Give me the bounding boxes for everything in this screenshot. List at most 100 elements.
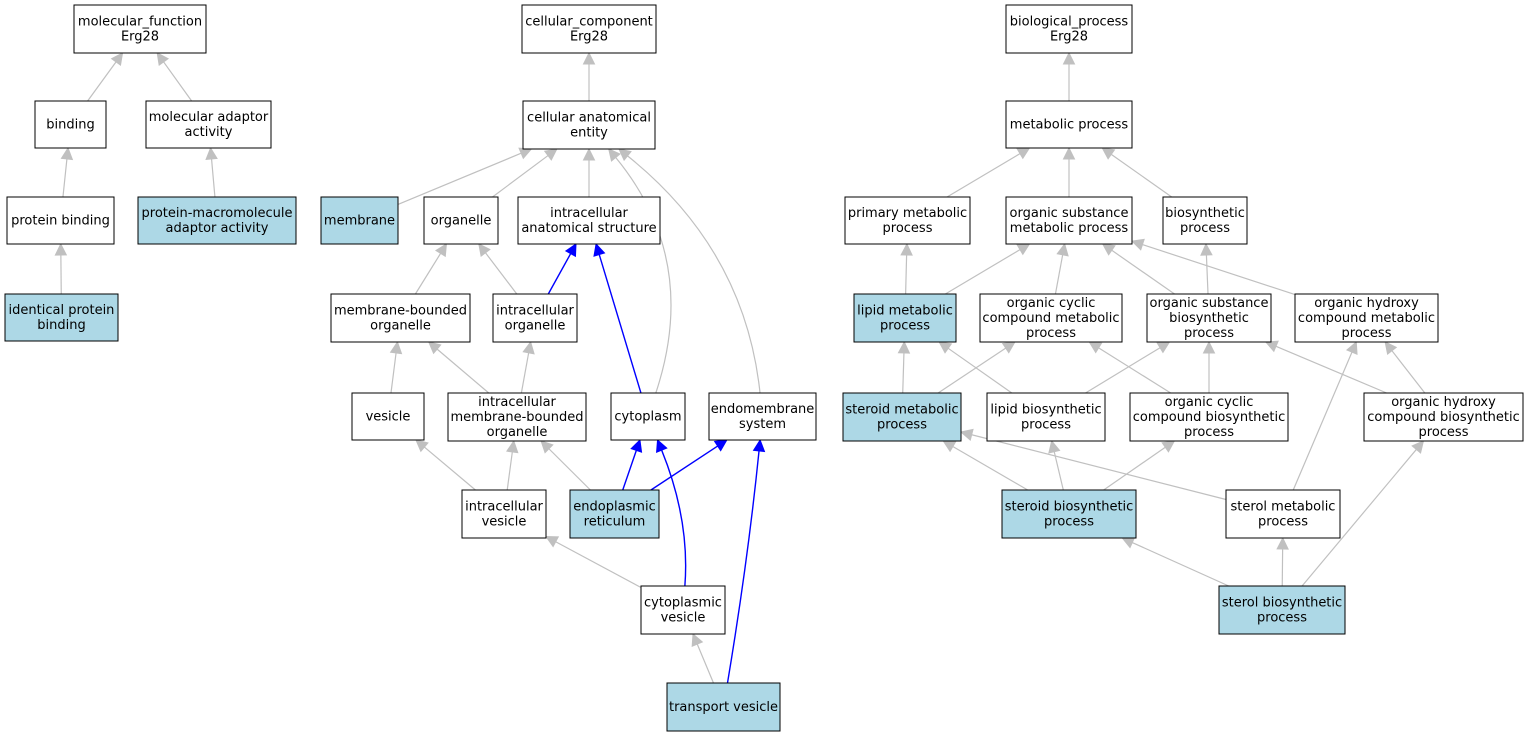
edge-er-to-endomembrane — [650, 445, 719, 491]
node-box — [666, 682, 781, 732]
edge-imbo-to-mbo — [436, 348, 490, 394]
arrowhead-osbp-to-osmp — [1101, 243, 1116, 256]
node-label-line: process — [1021, 418, 1071, 433]
node-label-line: organic cyclic — [1007, 296, 1096, 311]
node-box — [522, 100, 656, 150]
go-term-node-metabolic[interactable]: metabolic process — [1005, 100, 1133, 149]
arrowhead-osbp-to-biosynthetic — [1200, 242, 1213, 256]
arrowhead-imbo-to-mbo — [427, 341, 442, 355]
edge-osbp-to-osmp — [1111, 249, 1175, 295]
node-label-line: organelle — [505, 319, 566, 334]
node-label-line: entity — [570, 126, 608, 141]
node-label-line: Erg28 — [121, 30, 159, 45]
arrowhead-ohcbp-to-ohcmp — [1384, 341, 1398, 355]
node-label-line: sterol biosynthetic — [1222, 596, 1342, 611]
node-box — [1146, 293, 1272, 343]
go-term-node-protein_binding[interactable]: protein binding — [6, 196, 115, 245]
node-box — [610, 392, 686, 441]
node-label-line: lipid biosynthetic — [990, 403, 1101, 418]
node-label-line: endomembrane — [711, 402, 815, 417]
node-label-line: steroid biosynthetic — [1005, 500, 1134, 515]
node-label-line: metabolic process — [1010, 118, 1129, 133]
node-label-line: vesicle — [366, 410, 411, 425]
go-term-node-cytoplasm[interactable]: cytoplasm — [610, 392, 686, 441]
arrowhead-lipid_met-to-primary_met — [900, 242, 913, 256]
node-box — [1005, 196, 1133, 245]
go-term-node-binding[interactable]: binding — [34, 100, 107, 149]
go-term-node-organelle[interactable]: organelle — [423, 196, 499, 245]
node-label-line: vesicle — [482, 515, 527, 530]
edge-osbp-to-biosynthetic — [1205, 254, 1209, 295]
edge-cytoplasm-to-cae — [615, 157, 672, 394]
go-term-node-tv[interactable]: transport vesicle — [666, 682, 781, 732]
go-term-node-vesicle[interactable]: vesicle — [351, 392, 425, 441]
edge-occbp-to-occmp — [1098, 347, 1172, 394]
node-label-line: molecular adaptor — [149, 110, 269, 125]
arrowhead-pma_activity-to-mol_adaptor — [205, 146, 218, 161]
arrowhead-imbo-to-io — [522, 340, 535, 355]
node-label-line: steroid metabolic — [845, 403, 958, 418]
node-label-line: cellular anatomical — [527, 111, 651, 126]
arrowhead-io-to-ias — [564, 243, 577, 258]
edge-sterol_bio-to-ohcbp — [1301, 449, 1417, 587]
node-label-line: protein-macromolecule — [142, 206, 293, 221]
node-box — [492, 293, 578, 343]
edge-steroid_bio-to-steroid_met — [952, 446, 1028, 491]
edge-biosynthetic-to-metabolic — [1110, 153, 1173, 198]
node-box — [145, 100, 272, 149]
arrowhead-cytoplasm-to-ias — [593, 242, 606, 257]
arrowhead-mbo-to-organelle — [434, 243, 448, 258]
arrowhead-steroid_met-to-occmp — [1001, 341, 1016, 354]
arrowhead-metabolic-to-bp — [1062, 51, 1076, 65]
edge-mbo-to-organelle — [414, 253, 442, 295]
arrowhead-steroid_bio-to-occbp — [1161, 440, 1176, 453]
node-box — [1005, 4, 1133, 54]
node-label-line: biosynthetic — [1169, 311, 1249, 326]
node-label-line: process — [883, 221, 933, 236]
arrowhead-iv-to-imbo — [506, 439, 519, 454]
node-box — [521, 4, 657, 54]
node-label-line: process — [1184, 326, 1234, 341]
go-term-node-membrane[interactable]: membrane — [320, 196, 399, 245]
node-label-line: process — [1257, 611, 1307, 626]
arrowhead-steroid_bio-to-steroid_met — [942, 440, 957, 453]
node-label-line: intracellular — [478, 395, 556, 410]
arrowhead-protein_binding-to-binding — [60, 146, 74, 161]
arrowhead-cytoplasm-to-cae — [608, 148, 621, 162]
node-box — [330, 293, 471, 343]
node-label-line: process — [880, 319, 930, 334]
node-box — [1294, 293, 1439, 343]
node-label-line: activity — [185, 125, 233, 140]
